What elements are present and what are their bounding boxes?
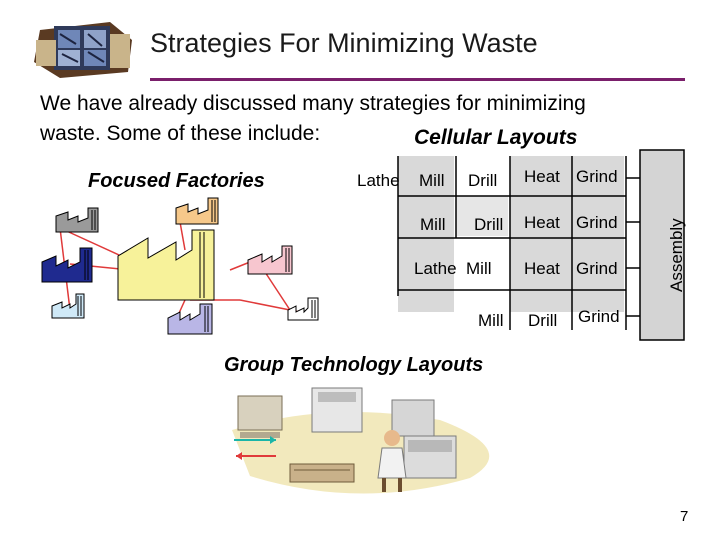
cellular-layout-diagram: Assembly Lathe Mill Drill Heat Grind Mil… xyxy=(357,149,686,341)
factory-icon xyxy=(247,245,293,275)
cell-label: Mill xyxy=(419,171,445,190)
slide-title: Strategies For Minimizing Waste xyxy=(150,28,538,58)
assembly-bar xyxy=(639,149,685,341)
cell-label: Grind xyxy=(576,259,618,278)
group-technology-heading: Group Technology Layouts xyxy=(224,354,484,376)
factory-icon xyxy=(55,207,99,233)
cell-label: Heat xyxy=(524,259,560,278)
cell-label: Grind xyxy=(576,167,618,186)
focused-factories-heading: Focused Factories xyxy=(88,170,265,192)
cell-label: Mill xyxy=(478,311,504,330)
factory-icon xyxy=(167,303,213,335)
focused-factories-diagram xyxy=(41,197,319,335)
cell-label: Drill xyxy=(528,311,557,330)
factory-icon xyxy=(51,293,85,319)
cell-label: Drill xyxy=(474,215,503,234)
page-number: 7 xyxy=(680,508,689,525)
intro-line-1: We have already discussed many strategie… xyxy=(40,92,586,115)
cell-label: Drill xyxy=(468,171,497,190)
cell-label: Lathe xyxy=(357,171,400,190)
logo-icon xyxy=(34,22,132,78)
shop-floor-illustration xyxy=(232,387,490,494)
cellular-layouts-heading: Cellular Layouts xyxy=(414,126,578,149)
cell-label: Mill xyxy=(420,215,446,234)
cell-label: Grind xyxy=(576,213,618,232)
title-rule xyxy=(150,78,685,81)
factory-icon xyxy=(41,247,93,283)
cell-label: Mill xyxy=(466,259,492,278)
assembly-label: Assembly xyxy=(667,218,686,292)
cell-label: Heat xyxy=(524,213,560,232)
factory-icon xyxy=(287,297,319,321)
factory-icon xyxy=(175,197,219,225)
cell-label: Lathe xyxy=(414,259,457,278)
cell-label: Grind xyxy=(578,307,620,326)
cell-label: Heat xyxy=(524,167,560,186)
factory-icon xyxy=(117,229,215,301)
intro-line-2: waste. Some of these include: xyxy=(40,122,321,145)
